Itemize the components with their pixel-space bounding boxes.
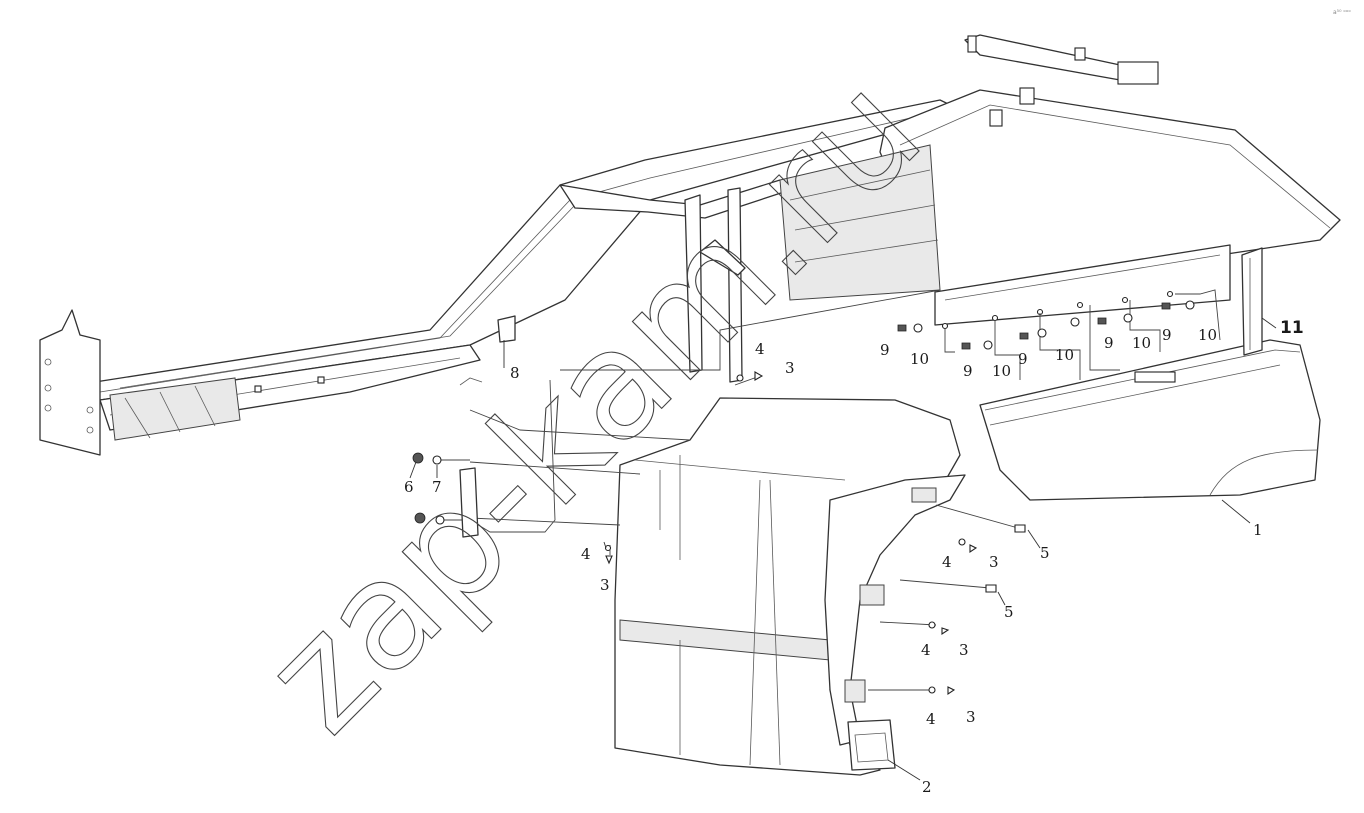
- callout-3-top: 3: [785, 359, 795, 377]
- callout-4-top: 4: [755, 340, 765, 358]
- corner-logo: a⁵⁰ ᵒᵒᵒ: [1333, 9, 1351, 16]
- callout-9-e: 9: [1162, 326, 1172, 344]
- callout-3-right-a: 3: [989, 553, 999, 571]
- rear-platform: [779, 34, 1341, 330]
- callout-4-right-a: 4: [942, 553, 952, 571]
- callout-10-a: 10: [910, 350, 929, 368]
- mudguard-assembly: [614, 397, 966, 776]
- callout-9-a: 9: [880, 341, 890, 359]
- callout-2: 2: [922, 778, 932, 796]
- callout-9-d: 9: [1104, 334, 1114, 352]
- callout-5-b: 5: [1004, 603, 1014, 621]
- frame-rail: [39, 99, 966, 456]
- callout-9-c: 9: [1018, 350, 1028, 368]
- callout-4-right-c: 4: [926, 710, 936, 728]
- callout-5-a: 5: [1040, 544, 1050, 562]
- callout-3-right-b: 3: [959, 641, 969, 659]
- callout-11: 11: [1280, 318, 1304, 338]
- rear-bumper-panel: [979, 247, 1321, 501]
- leader-lines: [409, 302, 1277, 781]
- callout-10-c: 10: [1055, 346, 1074, 364]
- callout-1: 1: [1253, 521, 1263, 539]
- callout-7: 7: [432, 478, 442, 496]
- callout-labels: 1 2 3 4 4 3 4 3 5 5 4 3 4 3 6 7 8 9 10 9…: [404, 318, 1304, 796]
- callout-9-b: 9: [963, 362, 973, 380]
- callout-10-e: 10: [1198, 326, 1217, 344]
- fasteners: [412, 239, 1195, 696]
- callout-10-d: 10: [1132, 334, 1151, 352]
- callout-10-b: 10: [992, 362, 1011, 380]
- callout-8: 8: [510, 364, 520, 382]
- callout-3-left: 3: [600, 576, 610, 594]
- callout-4-left: 4: [581, 545, 591, 563]
- callout-6: 6: [404, 478, 414, 496]
- callout-4-right-b: 4: [921, 641, 931, 659]
- callout-3-right-c: 3: [966, 708, 976, 726]
- alignment-lines: [440, 289, 1221, 691]
